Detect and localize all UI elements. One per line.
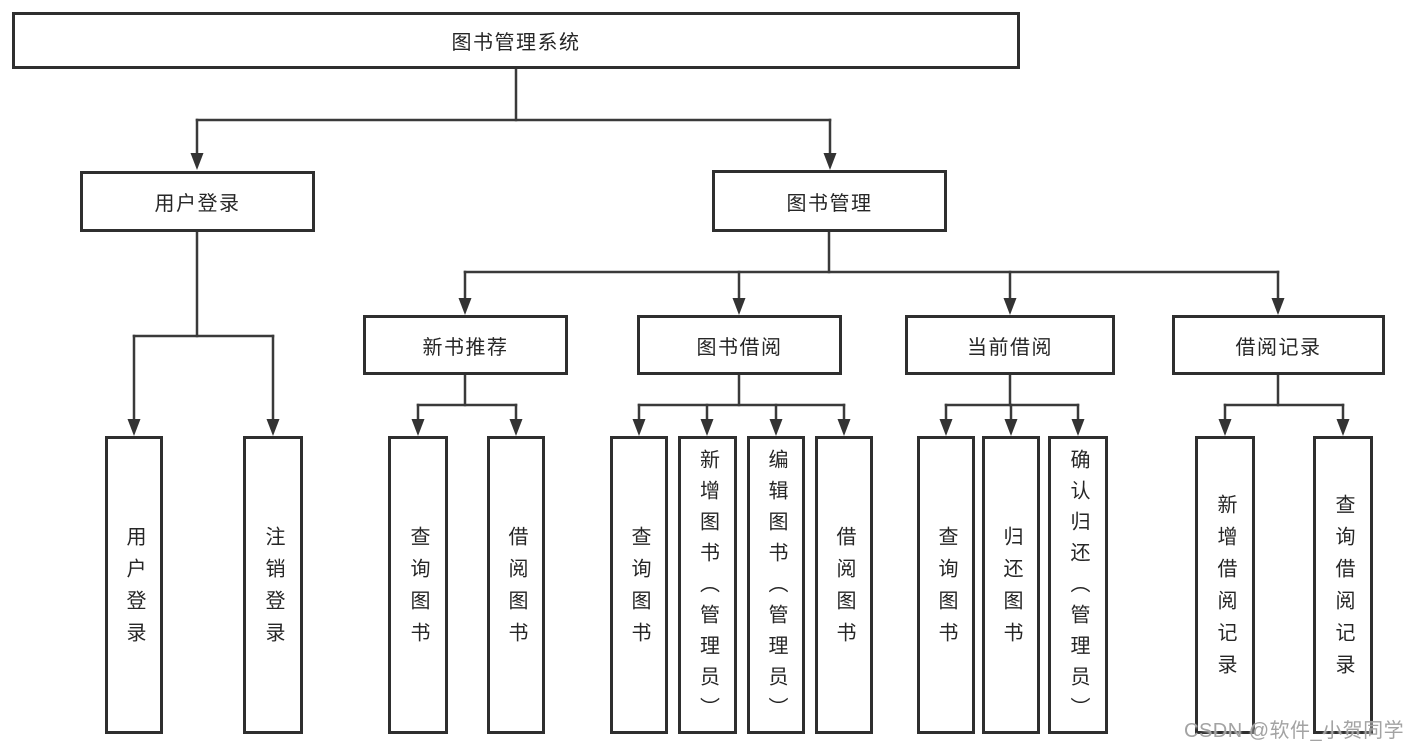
leaf-return-books: 归还图书 (982, 436, 1040, 734)
arrowhead (1004, 419, 1018, 436)
arrowhead (769, 419, 783, 436)
leaf-add-borrow-record: 新增借阅记录 (1195, 436, 1255, 734)
arrowhead (939, 419, 953, 436)
csdn-watermark: CSDN @软件_小贺同学 (1184, 720, 1405, 742)
arrowhead (190, 153, 204, 170)
leaf-user-login: 用户登录 (105, 436, 163, 734)
arrowhead (823, 153, 837, 170)
arrowhead (1218, 419, 1232, 436)
arrowhead (127, 419, 141, 436)
node-new-book-recommend: 新书推荐 (363, 315, 568, 375)
node-root-system: 图书管理系统 (12, 12, 1020, 69)
arrowhead (732, 298, 746, 315)
leaf-query-books-1: 查询图书 (388, 436, 448, 734)
leaf-query-books-2: 查询图书 (610, 436, 668, 734)
arrowhead (458, 298, 472, 315)
leaf-logout: 注销登录 (243, 436, 303, 734)
node-book-management-module: 图书管理 (712, 170, 947, 232)
arrowhead (266, 419, 280, 436)
arrowhead (1271, 298, 1285, 315)
arrowhead (700, 419, 714, 436)
arrowhead (411, 419, 425, 436)
leaf-query-books-3: 查询图书 (917, 436, 975, 734)
leaf-borrow-books-2: 借阅图书 (815, 436, 873, 734)
arrowhead (837, 419, 851, 436)
leaf-borrow-books-1: 借阅图书 (487, 436, 545, 734)
arrowhead (1336, 419, 1350, 436)
leaf-add-books-admin: 新增图书（管理员） (678, 436, 737, 734)
node-current-borrow: 当前借阅 (905, 315, 1115, 375)
leaf-confirm-return-admin: 确认归还（管理员） (1048, 436, 1108, 734)
arrowhead (632, 419, 646, 436)
arrowhead (1071, 419, 1085, 436)
node-book-borrow: 图书借阅 (637, 315, 842, 375)
arrowhead (509, 419, 523, 436)
node-borrow-records: 借阅记录 (1172, 315, 1385, 375)
leaf-edit-books-admin: 编辑图书（管理员） (747, 436, 805, 734)
node-user-login-module: 用户登录 (80, 171, 315, 232)
leaf-query-borrow-record: 查询借阅记录 (1313, 436, 1373, 734)
arrowhead (1003, 298, 1017, 315)
